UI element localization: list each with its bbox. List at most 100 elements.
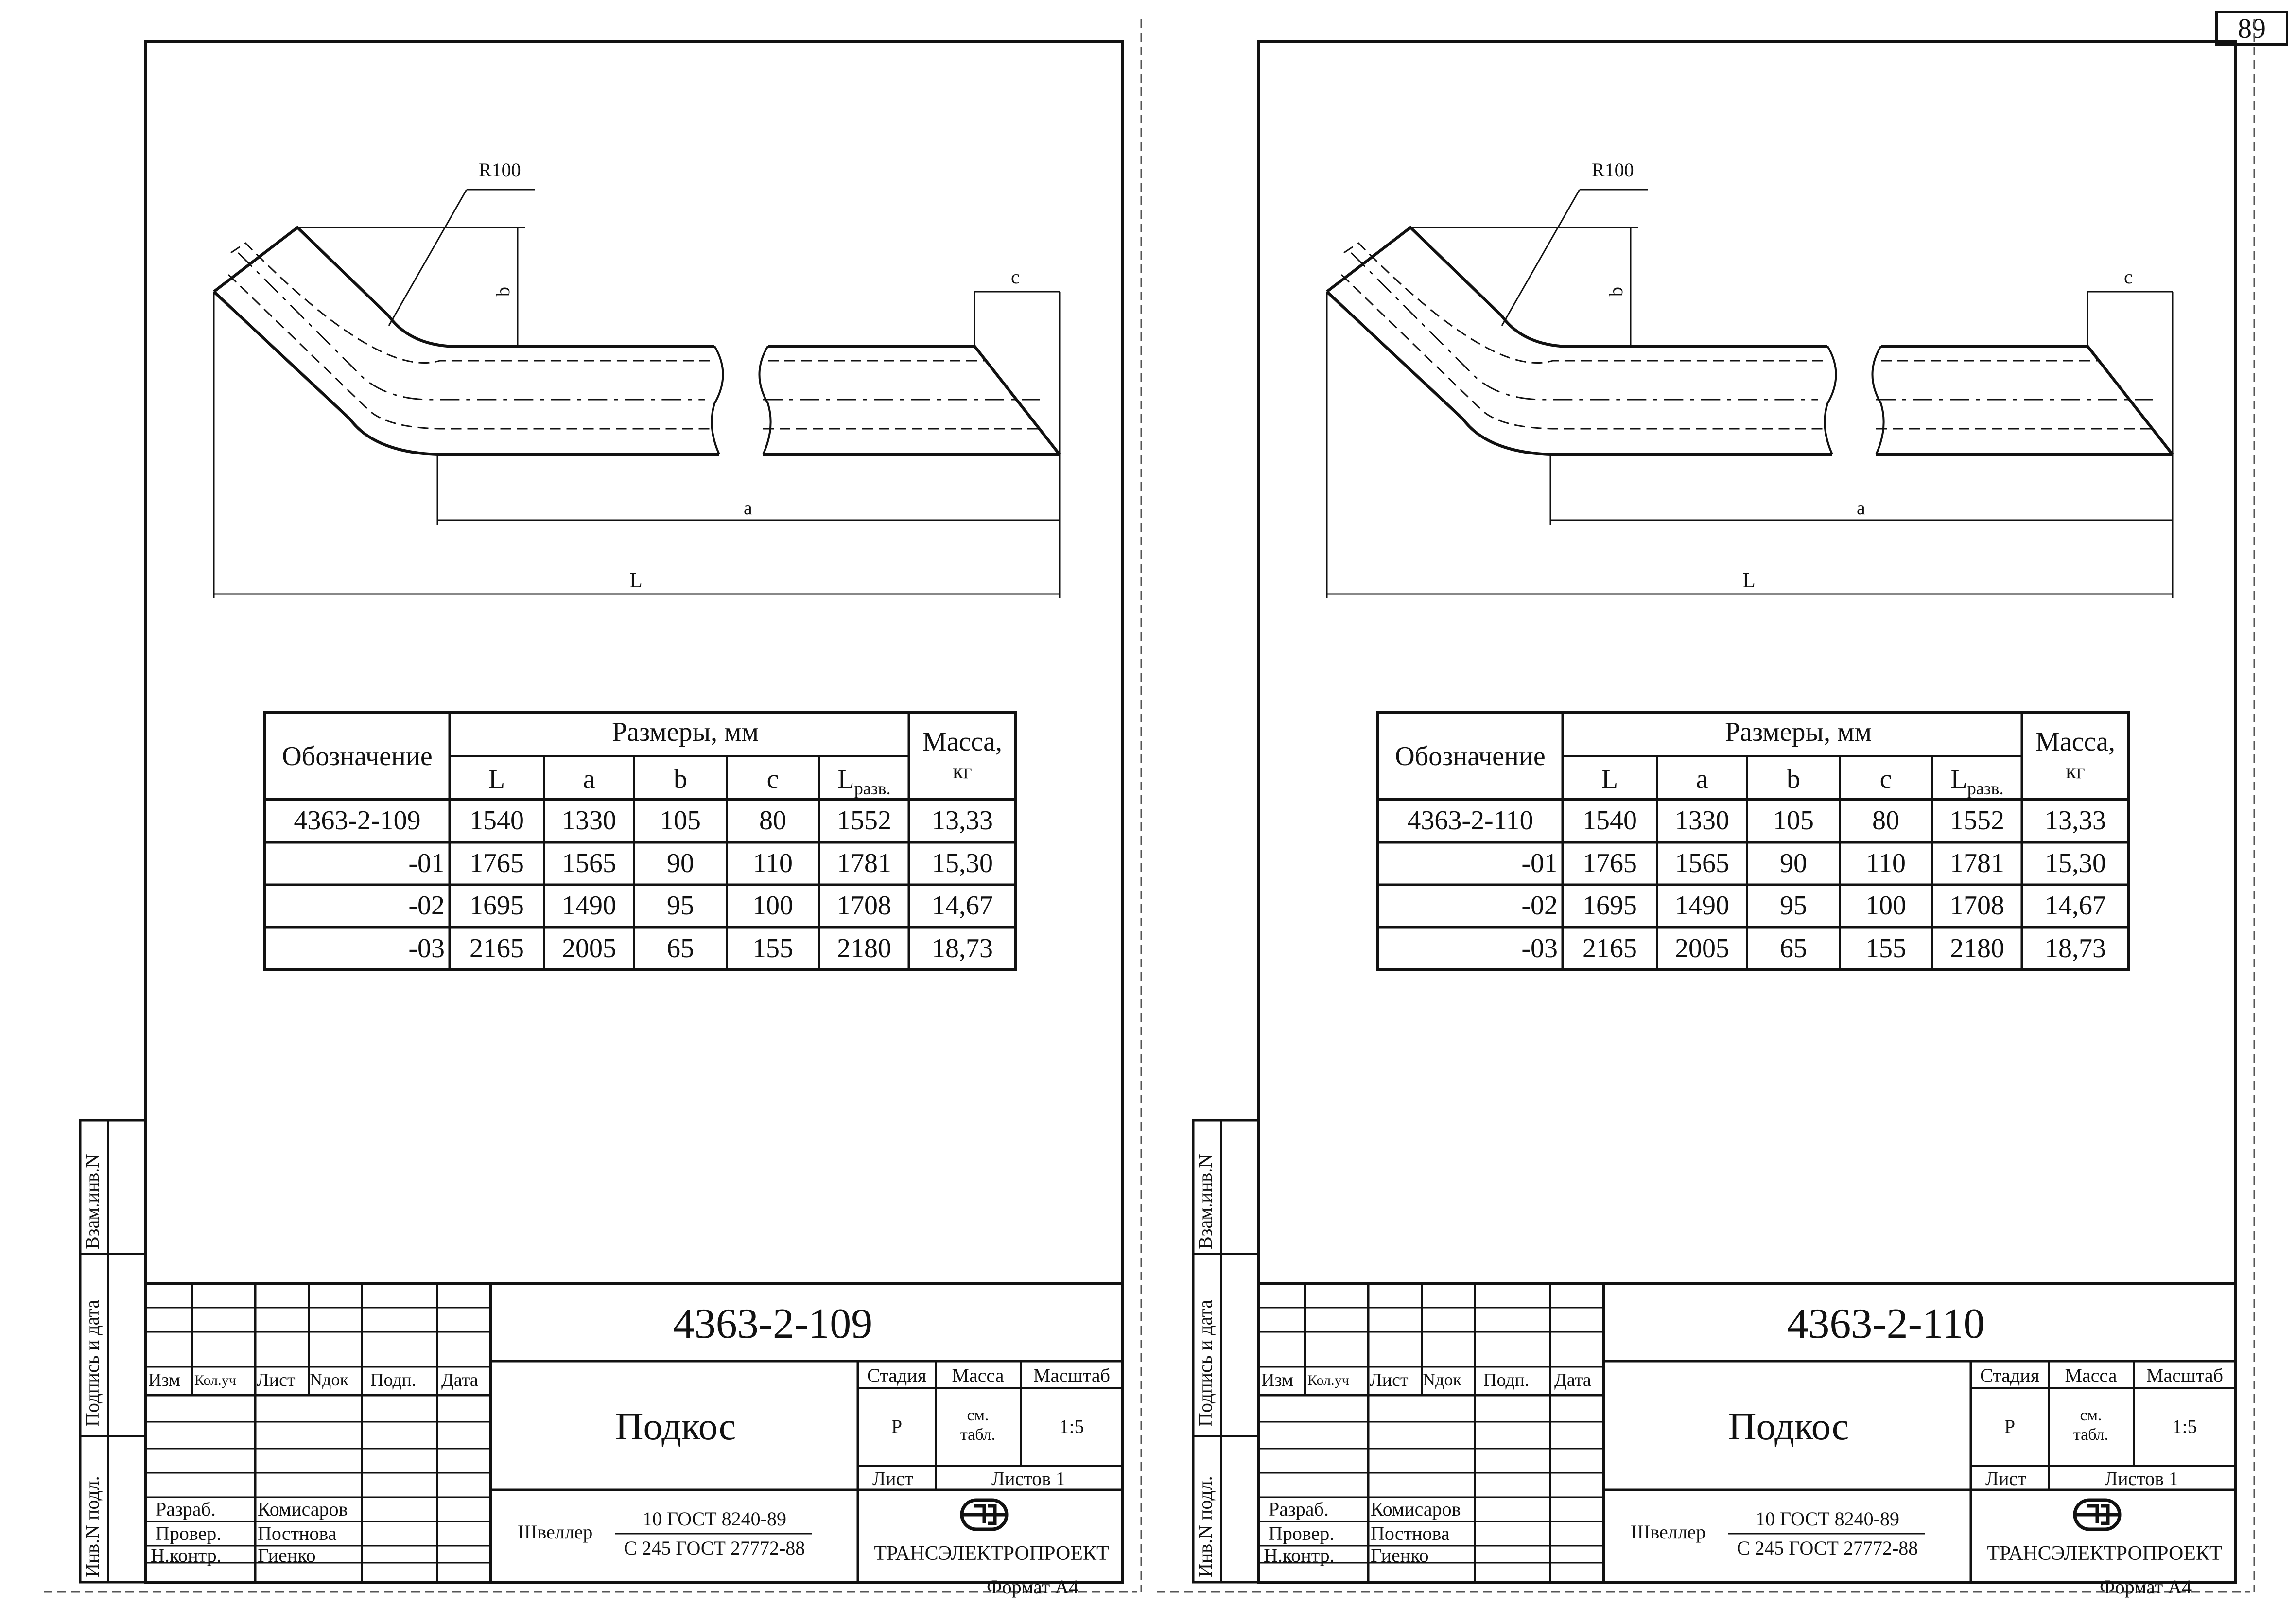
table-header-dimensions: Размеры, мм	[1724, 717, 1872, 747]
table-cell-c: 100	[752, 891, 793, 921]
table-cell-l: 1695	[1583, 891, 1637, 921]
role-checker: Провер.	[156, 1522, 222, 1544]
table-header-mass: Масса,	[2035, 727, 2115, 757]
material-prefix: Швеллер	[518, 1521, 593, 1543]
table-cell-l: 1765	[470, 848, 524, 878]
stage-value: Р	[891, 1416, 903, 1437]
role-norm-control: Н.контр.	[1264, 1544, 1335, 1566]
role-developer: Разраб.	[1269, 1498, 1329, 1520]
person-developer: Комисаров	[258, 1498, 348, 1520]
radius-label: R100	[1592, 159, 1634, 181]
table-cell-l: 1765	[1583, 848, 1637, 878]
table-col-b: b	[674, 764, 687, 794]
dim-c-label: c	[2124, 266, 2133, 288]
page-number: 89	[2215, 11, 2288, 46]
table-cell-designation: 4363-2-110	[1407, 805, 1533, 836]
table-cell-l: 1540	[1583, 805, 1637, 836]
material-top: 10 ГОСТ 8240-89	[1756, 1508, 1899, 1530]
table-col-L-developed: Lразв.	[1950, 764, 2004, 798]
table-cell-mass: 13,33	[2045, 805, 2106, 836]
mass-label: Масса	[952, 1364, 1004, 1386]
material-bottom: С 245 ГОСТ 27772-88	[1737, 1537, 1918, 1559]
table-col-c: c	[766, 764, 779, 794]
sheet-label: Лист	[872, 1468, 913, 1489]
table-cell-c: 80	[1872, 805, 1899, 836]
table-cell-a: 1330	[1675, 805, 1729, 836]
table-cell-designation: -01	[1521, 848, 1558, 878]
table-cell-l-dev: 1552	[1950, 805, 2004, 836]
scale-label: Масштаб	[2146, 1364, 2223, 1386]
table-header-designation: Обозначение	[1395, 741, 1546, 771]
table-cell-c: 155	[752, 933, 793, 964]
table-col-L: L	[1601, 764, 1618, 794]
person-norm-control: Гиенко	[1371, 1544, 1429, 1566]
doc-number: 4363-2-109	[673, 1300, 873, 1347]
table-header-designation: Обозначение	[282, 741, 433, 771]
table-cell-b: 90	[1780, 848, 1807, 878]
role-norm-control: Н.контр.	[151, 1544, 222, 1566]
company-name: ТРАНСЭЛЕКТРОПРОЕКТ	[874, 1542, 1109, 1565]
person-checker: Постнова	[1371, 1522, 1450, 1544]
dim-b-label: b	[492, 287, 514, 297]
rev-header-list: Лист	[1370, 1370, 1409, 1390]
table-header-mass-unit: кг	[953, 759, 972, 783]
table-cell-l-dev: 1708	[1950, 891, 2004, 921]
material-bottom: С 245 ГОСТ 27772-88	[624, 1537, 805, 1559]
side-label-inv-sub: Взам.инв.N	[81, 1154, 103, 1249]
table-cell-l: 1695	[470, 891, 524, 921]
scale-label: Масштаб	[1033, 1364, 1110, 1386]
table-cell-mass: 15,30	[932, 848, 993, 878]
brace-part-drawing	[212, 226, 1061, 456]
rev-header-ndok: Nдок	[1423, 1370, 1461, 1389]
table-cell-l-dev: 2180	[837, 933, 891, 964]
sheet-linework	[1157, 19, 2255, 1593]
drawing-sheet-110: R100 b c a L Обозначение Размеры, мм Мас…	[1113, 0, 2260, 1608]
table-cell-a: 2005	[1675, 933, 1729, 964]
table-col-L-developed: Lразв.	[837, 764, 891, 798]
person-checker: Постнова	[258, 1522, 337, 1544]
table-cell-designation: -03	[408, 933, 445, 964]
rev-header-podp: Подп.	[370, 1370, 417, 1390]
dim-c-label: c	[1011, 266, 1020, 288]
part-name: Подкос	[615, 1405, 736, 1448]
dim-b-label: b	[1605, 287, 1627, 297]
rev-header-list: Лист	[257, 1370, 296, 1390]
format-label: Формат А4	[2100, 1576, 2192, 1598]
doc-number: 4363-2-110	[1787, 1300, 1985, 1347]
scale-value: 1:5	[2172, 1416, 2197, 1437]
table-cell-b: 65	[667, 933, 694, 964]
dim-a-label: a	[744, 497, 752, 519]
rev-header-date: Дата	[1554, 1370, 1591, 1390]
table-col-L: L	[488, 764, 505, 794]
table-cell-a: 1565	[1675, 848, 1729, 878]
sheets-count-label: Листов 1	[2105, 1468, 2179, 1489]
table-col-a: a	[583, 764, 595, 794]
table-col-c: c	[1879, 764, 1892, 794]
table-cell-designation: -03	[1521, 933, 1558, 964]
table-cell-b: 105	[1773, 805, 1814, 836]
drawing-sheet-109: R100 b c a L Обозначение Размеры, мм Мас…	[0, 0, 1147, 1608]
rev-header-date: Дата	[441, 1370, 478, 1390]
table-cell-b: 65	[1780, 933, 1807, 964]
dim-L-label: L	[1742, 568, 1756, 592]
company-name: ТРАНСЭЛЕКТРОПРОЕКТ	[1987, 1542, 2222, 1565]
table-cell-a: 1490	[1675, 891, 1729, 921]
table-cell-l-dev: 1781	[837, 848, 891, 878]
dim-a-label: a	[1857, 497, 1865, 519]
stage-value: Р	[2004, 1416, 2016, 1437]
dim-L-label: L	[629, 568, 643, 592]
table-cell-l-dev: 1552	[837, 805, 891, 836]
rev-header-ndok: Nдок	[310, 1370, 348, 1389]
stage-label: Стадия	[867, 1364, 927, 1386]
table-cell-b: 105	[660, 805, 701, 836]
scale-value: 1:5	[1059, 1416, 1084, 1437]
table-cell-l-dev: 2180	[1950, 933, 2004, 964]
table-cell-l-dev: 1781	[1950, 848, 2004, 878]
table-cell-l: 2165	[1583, 933, 1637, 964]
table-header-mass: Масса,	[922, 727, 1002, 757]
table-cell-a: 1490	[562, 891, 616, 921]
format-label: Формат А4	[987, 1576, 1079, 1598]
table-cell-mass: 15,30	[2045, 848, 2106, 878]
table-cell-c: 80	[759, 805, 786, 836]
material-prefix: Швеллер	[1631, 1521, 1706, 1543]
